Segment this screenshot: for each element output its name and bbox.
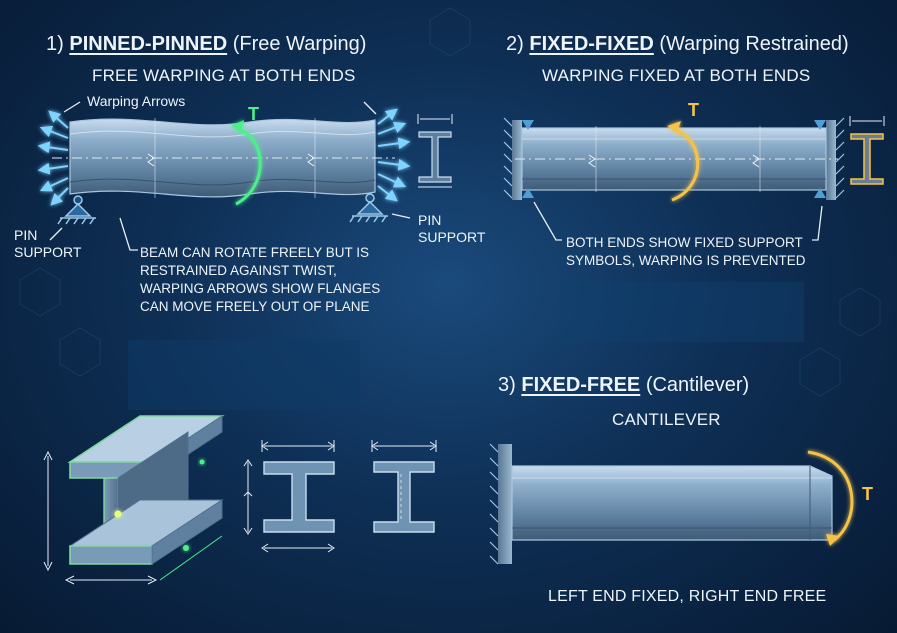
panel2-fixed-symbols: [522, 120, 826, 198]
panel3-subtitle: CANTILEVER: [612, 410, 721, 429]
panel3-torque-arrowhead: [826, 534, 840, 546]
panel3-title: 3) FIXED-FREE (Cantilever): [498, 374, 750, 396]
panel1-leader-pin-right: [391, 213, 411, 219]
panel1-title-main: PINNED-PINNED: [69, 33, 228, 55]
panel2-beam-group: [503, 116, 885, 241]
panel1-pin-support-left: [57, 195, 96, 225]
panel2-wall-left-hatch: [503, 117, 513, 199]
panel2-torque-arrow: [671, 128, 700, 202]
panel3-note: LEFT END FIXED, RIGHT END FREE: [548, 588, 827, 605]
section-view-2: [371, 440, 437, 533]
panel2-note: BOTH ENDS SHOW FIXED SUPPORT SYMBOLS, WA…: [566, 235, 806, 268]
panel1-pin-support-right: [349, 193, 388, 223]
panel3-torque-arrow: [807, 450, 854, 542]
panel3-beam-group: [489, 443, 854, 565]
panel1-beam-group: [37, 101, 453, 251]
panel2-wall-right-hatch: [835, 117, 845, 199]
panel3-torque-label: T: [862, 484, 873, 504]
panel1-leader-note: [119, 217, 138, 251]
panel2-leader-right: [812, 205, 823, 241]
panel2-subtitle: WARPING FIXED AT BOTH ENDS: [542, 66, 811, 85]
panel2-leader-left: [533, 201, 562, 241]
panel2-title: 2) FIXED-FIXED (Warping Restrained): [506, 33, 849, 55]
background-panel: [128, 340, 360, 410]
panel1-torque-arrow: [235, 128, 262, 206]
panel1-torque-arrowhead: [231, 120, 244, 132]
panel1-title-qualifier: (Free Warping): [232, 33, 367, 55]
panel3-title-main: FIXED-FREE: [521, 374, 641, 396]
panel2-title-main: FIXED-FIXED: [529, 33, 654, 55]
panel2-torque-arrowhead: [667, 121, 681, 133]
panel1-beam: [69, 118, 376, 198]
panel3-wall-hatch: [489, 443, 499, 565]
panel3-wall: [498, 444, 512, 564]
panel1-warping-label: Warping Arrows: [87, 93, 186, 109]
panel3-title-qualifier: (Cantilever): [645, 374, 750, 396]
panel1-subtitle: FREE WARPING AT BOTH ENDS: [92, 66, 356, 85]
panel2-title-qualifier: (Warping Restrained): [659, 33, 849, 55]
panel1-title: 1) PINNED-PINNED (Free Warping): [46, 33, 367, 55]
panel1-warping-arrows-right: [377, 108, 411, 202]
panel1-torque-label: T: [248, 104, 259, 124]
section-view-1: [243, 440, 335, 553]
panel2-torque-label: T: [688, 100, 699, 120]
panel1-leader-pin-left: [49, 227, 63, 241]
panel1-warping-arrows-left: [37, 110, 69, 206]
panel2-section-icon: [849, 116, 885, 185]
panel1-leader-warping: [63, 101, 81, 113]
background-hex-pattern: [19, 7, 881, 397]
panel2-wall-left: [512, 120, 522, 200]
background-panel: [560, 282, 804, 342]
panel3-beam: [511, 465, 833, 541]
panel1-section-icon: [417, 114, 453, 188]
panel1-note: BEAM CAN ROTATE FREELY BUT IS RESTRAINED…: [140, 245, 381, 314]
panel2-wall-right: [826, 120, 836, 200]
panel1-leader-warping-right: [363, 101, 377, 115]
isometric-i-beam: [43, 415, 225, 585]
